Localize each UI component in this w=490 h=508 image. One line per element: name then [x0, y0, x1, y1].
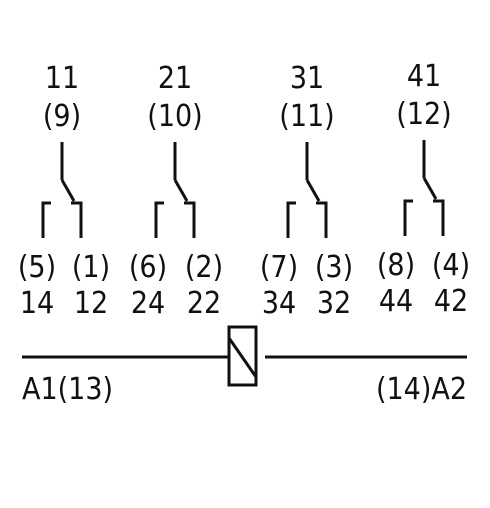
common-pin-label: (11) [279, 99, 334, 134]
nc-pin-label: (8) [377, 248, 415, 283]
contact-group-1: 11 (9) (5) (1) 14 12 [18, 61, 110, 321]
no-pin-label: (1) [72, 250, 110, 285]
coil-terminal-a1-label: A1(13) [22, 372, 113, 407]
contact-group-3: 31 (11) (7) (3) 34 32 [260, 61, 353, 321]
no-terminal-label: 12 [74, 286, 108, 321]
common-terminal-label: 11 [45, 61, 79, 96]
no-pin-label: (3) [315, 250, 353, 285]
no-terminal-label: 42 [434, 284, 468, 319]
nc-terminal-label: 24 [131, 286, 165, 321]
relay-coil [22, 325, 467, 387]
coil-diagonal [227, 337, 258, 378]
nc-terminal-label: 34 [262, 286, 296, 321]
changeover-contact-symbol [41, 142, 83, 238]
common-pin-label: (10) [147, 99, 202, 134]
common-terminal-label: 21 [158, 61, 192, 96]
coil-terminal-a2-label: (14)A2 [376, 372, 467, 407]
changeover-contact-symbol [403, 140, 445, 236]
contact-group-2: 21 (10) (6) (2) 24 22 [129, 61, 223, 321]
common-pin-label: (9) [43, 99, 81, 134]
changeover-contact-symbol [286, 142, 328, 238]
common-terminal-label: 31 [290, 61, 324, 96]
changeover-contact-symbol [154, 142, 196, 238]
nc-pin-label: (7) [260, 250, 298, 285]
nc-terminal-label: 14 [20, 286, 54, 321]
common-terminal-label: 41 [407, 59, 441, 94]
no-pin-label: (4) [432, 248, 470, 283]
common-pin-label: (12) [396, 97, 451, 132]
coil-symbol [227, 325, 258, 387]
no-terminal-label: 32 [317, 286, 351, 321]
no-terminal-label: 22 [187, 286, 221, 321]
contact-group-4: 41 (12) (8) (4) 44 42 [377, 59, 470, 319]
nc-pin-label: (5) [18, 250, 56, 285]
no-pin-label: (2) [185, 250, 223, 285]
nc-terminal-label: 44 [379, 284, 413, 319]
nc-pin-label: (6) [129, 250, 167, 285]
